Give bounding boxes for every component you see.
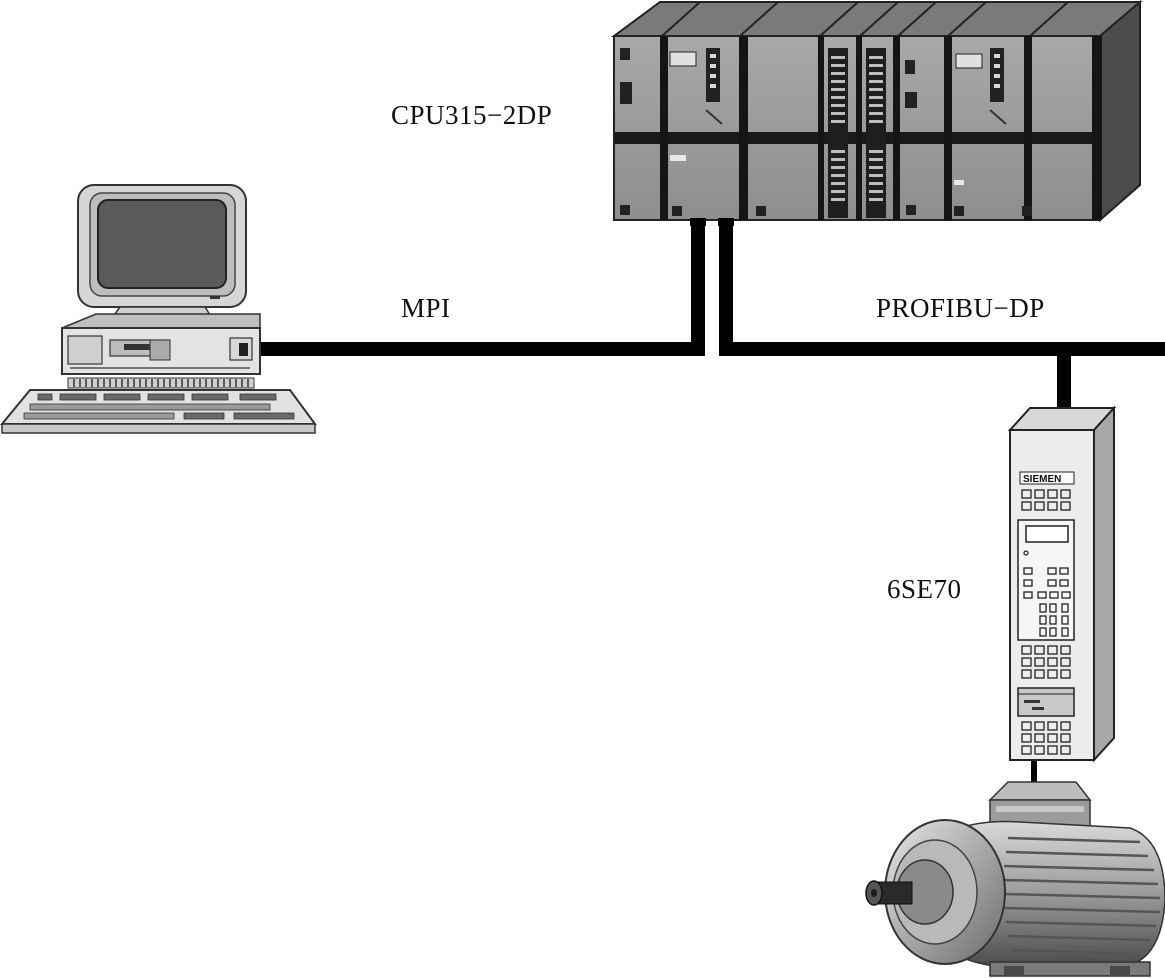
drive-label: 6SE70 xyxy=(887,574,962,604)
mpi-cable xyxy=(258,222,705,356)
plc-label: CPU315−2DP xyxy=(391,100,553,130)
mpi-label: MPI xyxy=(401,293,451,323)
profibus-label: PROFIBU−DP xyxy=(876,293,1045,323)
profibus-dp-cable xyxy=(719,222,1165,428)
frequency-inverter-icon: SIEMEN xyxy=(1007,405,1117,763)
desktop-computer-icon xyxy=(0,184,317,434)
drive-brand: SIEMEN xyxy=(1023,474,1061,485)
electric-motor-icon xyxy=(865,781,1165,977)
plc-rack-icon xyxy=(610,0,1143,226)
